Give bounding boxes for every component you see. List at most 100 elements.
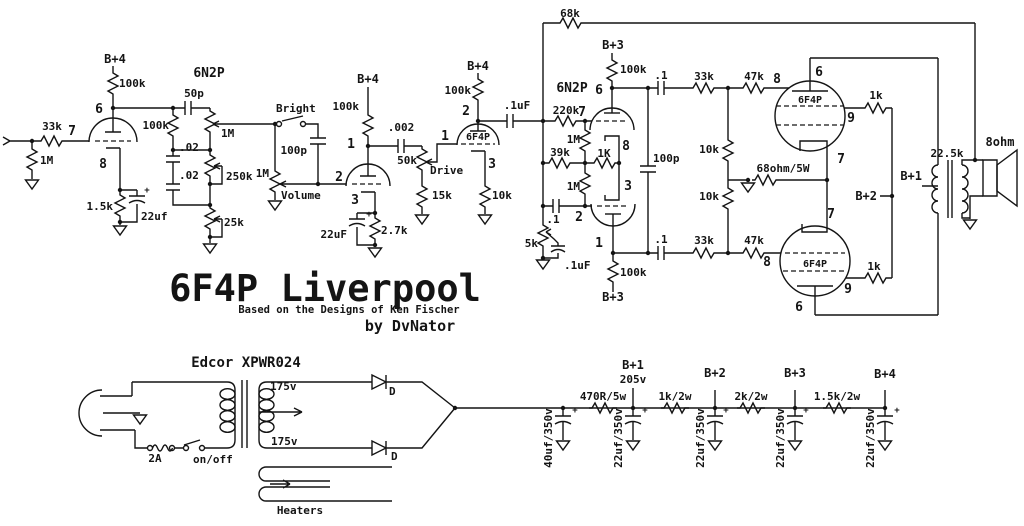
speaker-label: 8ohm <box>986 135 1015 149</box>
pi-tube-upper-envelope-icon <box>589 107 635 131</box>
tube2-envelope-icon <box>345 163 391 187</box>
resistor-68k-label: 68k <box>560 7 580 20</box>
pt-core-icon <box>241 380 248 448</box>
pot-25k-label: 25k <box>224 216 244 229</box>
resistor-68ohm-label: 68ohm/5W <box>757 162 810 175</box>
cap-22uf350-label: 22uf/350v <box>612 408 625 468</box>
bplus3-label: B+3 <box>602 38 624 52</box>
input-wires <box>2 66 173 225</box>
volume-label: Volume <box>281 189 321 202</box>
coupling-network: .1 .1 33k 47k 33k 47k 100p 10k 10k 68ohm… <box>640 69 827 260</box>
driver-tube-envelope-icon <box>456 123 500 146</box>
pin-3: 3 <box>488 157 496 172</box>
pot-5k-label: 5k <box>525 237 539 250</box>
plus-mark: + <box>723 406 729 416</box>
tube1-plate-cathode-icon <box>105 131 121 149</box>
pin-7: 7 <box>68 124 76 139</box>
resistor-1k-label: 1k <box>869 89 883 102</box>
b1-voltage-label: 205v <box>620 373 647 386</box>
output-tube-upper-envelope-icon <box>774 80 846 152</box>
resistor-2k2w-label: 2k/2w <box>734 390 767 403</box>
pin-1: 1 <box>441 129 449 144</box>
driver-stage: B+4 100k .1uF 6F4P 10k 2 1 3 <box>441 59 543 225</box>
power-switch-terminal <box>182 444 190 452</box>
pt-secondary-coil-icon <box>258 421 275 434</box>
center-tap-arrow-icon <box>259 407 303 417</box>
bplus4-label: B+4 <box>104 52 126 66</box>
pin-3: 3 <box>351 193 359 208</box>
resistor-39k-label: 39k <box>550 146 570 159</box>
input-stage: B+4 100k 33k 1M 1.5k 22uf + 6N2P 6 7 8 <box>2 52 225 236</box>
cap-002-label: .002 <box>388 121 415 134</box>
bright-label: Bright <box>276 102 316 115</box>
fuse-label: 2A <box>148 452 162 465</box>
pt-primary-coil-icon <box>219 421 236 434</box>
bright-switch-lever-icon <box>281 115 304 122</box>
tube1-envelope-icon <box>88 117 138 143</box>
ot-primary-coil-icon <box>931 164 939 214</box>
cap-22uf350-label: 22uf/350v <box>774 408 787 468</box>
resistor-10k-label: 10k <box>492 189 512 202</box>
pin-8: 8 <box>99 157 107 172</box>
output-tubes: 6F4P 6F4P 1k 1k B+2 6 8 9 7 7 8 9 6 <box>763 57 938 316</box>
resistor-47k-label: 47k <box>744 70 764 83</box>
resistor-1M-label: 1M <box>567 180 581 193</box>
pot-50k-label: 50k <box>397 154 417 167</box>
fuse-terminal <box>146 444 154 452</box>
output-wires <box>799 57 938 316</box>
cap-02-label: .02 <box>179 169 199 182</box>
cap-22uf-icon <box>128 195 146 204</box>
cap-1-label: .1 <box>654 233 668 246</box>
cap-22uf350-label: 22uf/350v <box>864 408 877 468</box>
pin-8: 8 <box>622 139 630 154</box>
bplus4-label: B+4 <box>357 72 379 86</box>
output-tube-lower-envelope-icon <box>779 225 851 297</box>
cap-22uf-label: 22uf <box>141 210 168 223</box>
pin-7: 7 <box>578 105 586 120</box>
power-switch-terminal <box>198 444 206 452</box>
resistor-33k-label: 33k <box>694 234 714 247</box>
pin-3: 3 <box>624 179 632 194</box>
page-subtitle: Based on the Designs of Ken Fischer <box>238 304 459 316</box>
feedback-presence: 68k 39k 5k .1uF .1 <box>525 7 976 272</box>
cap-1-grid-icon <box>552 199 560 213</box>
heater-winding-icon <box>258 466 392 502</box>
cap-1uF-label: .1uF <box>564 259 591 272</box>
cap-100p-icon <box>640 165 656 173</box>
resistor-100k-label: 100k <box>620 266 647 279</box>
coupling-wires <box>647 87 827 254</box>
phase-inverter: B+3 100k 6N2P 220k 1M 1M 1K 100k B+3 6 7… <box>543 38 658 304</box>
pin-1: 1 <box>595 236 603 251</box>
bright-switch-terminal <box>299 120 307 128</box>
tube-6f4p-label: 6F4P <box>798 95 822 106</box>
tube-6n2p-label: 6N2P <box>556 81 587 96</box>
bplus3-label: B+3 <box>784 366 806 380</box>
resistor-2_7k-label: 2.7k <box>381 224 408 237</box>
tube-6f4p-label: 6F4P <box>803 259 827 270</box>
resistor-10k-label: 10k <box>699 143 719 156</box>
cap-02-label: .02 <box>179 141 199 154</box>
resistor-220k-label: 220k <box>553 104 580 117</box>
bplus4-label: B+4 <box>467 59 489 73</box>
ot-secondary-coil-icon <box>961 164 969 214</box>
diode-label: D <box>391 450 398 463</box>
resistor-1M-label: 1M <box>567 133 581 146</box>
pot-250k-label: 250k <box>226 170 253 183</box>
resistor-1_5k2w-label: 1.5k/2w <box>814 390 861 403</box>
ps-wires <box>100 382 183 449</box>
bplus1-label: B+1 <box>900 169 922 183</box>
pin-7: 7 <box>827 207 835 222</box>
winding-175v-label: 175v <box>270 380 297 393</box>
cap-22uf350-label: 22uf/350v <box>694 408 707 468</box>
pin-9: 9 <box>844 282 852 297</box>
resistor-33k-label: 33k <box>694 70 714 83</box>
cap-100p-label: 100p <box>281 144 308 157</box>
speaker-frame-icon <box>982 159 998 197</box>
resistor-10k-label: 10k <box>699 190 719 203</box>
power-supply: Edcor XPWR024 2A on/off 175v 175v D D He… <box>78 355 456 517</box>
output-transformer-speaker: 22.5k 8ohm B+1 <box>900 58 1018 315</box>
cap-100p-icon <box>310 137 326 145</box>
page-author: by DvNator <box>365 317 455 335</box>
